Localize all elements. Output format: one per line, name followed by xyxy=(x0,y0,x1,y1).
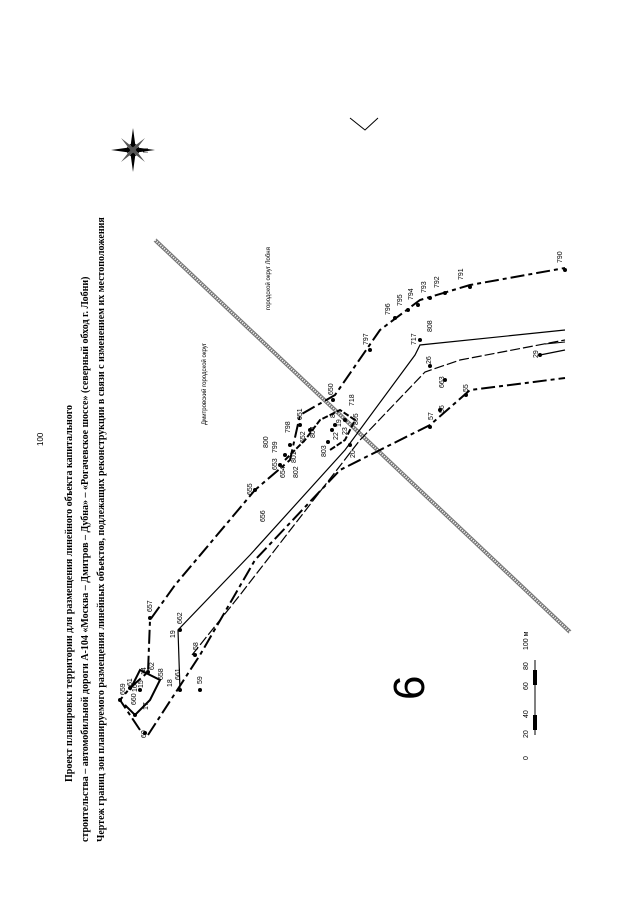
point-label: 56 xyxy=(439,405,446,413)
side-road-2 xyxy=(544,341,566,345)
point-label: 657 xyxy=(147,600,154,612)
point-label: 8 xyxy=(330,414,337,418)
point-label: 23 xyxy=(342,427,349,435)
point-label: 801 xyxy=(291,451,298,463)
point-label: 802 xyxy=(293,466,300,478)
north-label: N xyxy=(143,148,150,153)
point-label: 796 xyxy=(385,303,392,315)
point-label: 805 xyxy=(353,413,360,425)
north-arrow-icon xyxy=(349,117,379,131)
point-label: 808 xyxy=(427,320,434,332)
scale-tick-label: 0 xyxy=(523,756,530,760)
point-label: 653 xyxy=(272,458,279,470)
point-label: 58 xyxy=(193,642,200,650)
point-label: 803 xyxy=(321,445,328,457)
point-label: 55 xyxy=(463,384,470,392)
point-label: 62 xyxy=(149,662,156,670)
point-label: 57 xyxy=(428,412,435,420)
road-axis xyxy=(177,329,566,691)
point-label: 26 xyxy=(426,356,433,364)
district-boundary xyxy=(153,238,572,634)
district-label-dmitrov: Дмитровский городской округ xyxy=(201,342,208,425)
point-label: 14 xyxy=(141,667,148,675)
point-label: 651 xyxy=(297,408,304,420)
point-label: 795 xyxy=(397,294,404,306)
reconstruction-zone xyxy=(284,408,357,461)
reconstruction-zone-2 xyxy=(124,668,162,717)
point-label: 794 xyxy=(408,288,415,300)
point-label: 656 xyxy=(260,510,267,522)
point-label: 717 xyxy=(411,333,418,345)
point-label: 804 xyxy=(310,426,317,438)
road-corridor xyxy=(118,267,566,736)
survey-points xyxy=(118,268,567,735)
scale-tick-label: 100 м xyxy=(523,631,530,650)
point-label: 18 xyxy=(167,679,174,687)
point-label: 650 xyxy=(328,383,335,395)
scale-tick-label: 80 xyxy=(523,662,530,670)
side-road xyxy=(539,349,566,356)
point-label: 652 xyxy=(300,431,307,443)
point-label: 660 xyxy=(131,693,138,705)
point-label: 663 xyxy=(439,376,446,388)
point-label: 790 xyxy=(557,251,564,263)
point-labels: 790 791 792 793 794 795 796 797 808 717 … xyxy=(120,251,564,738)
sheet-number: 6 xyxy=(385,675,434,700)
district-label-lobnya: городской округ Лобня xyxy=(265,247,272,310)
point-label: 29 xyxy=(533,350,540,358)
point-label: 798 xyxy=(285,421,292,433)
point-label: 59 xyxy=(197,676,204,684)
point-label: 662 xyxy=(177,612,184,624)
point-label: 15 xyxy=(138,680,145,688)
point-label: 661 xyxy=(175,668,182,680)
point-label: 17 xyxy=(143,702,150,710)
point-label: 797 xyxy=(363,333,370,345)
point-label: 800 xyxy=(263,436,270,448)
point-label: 655 xyxy=(247,483,254,495)
point-label: 659 xyxy=(120,683,127,695)
point-label: 793 xyxy=(421,281,428,293)
point-label: 16 xyxy=(132,684,139,692)
road-edge xyxy=(191,339,566,656)
compass-rose-icon xyxy=(111,128,155,172)
scale-tick-label: 20 xyxy=(523,730,530,738)
point-label: 22 xyxy=(333,432,340,440)
point-label: 19 xyxy=(170,630,177,638)
point-label: 19 xyxy=(336,419,343,427)
scale-bar: 0 20 40 60 80 100 м xyxy=(523,631,537,760)
point-label: 799 xyxy=(272,441,279,453)
scale-tick-label: 40 xyxy=(523,710,530,718)
point-label: 791 xyxy=(458,268,465,280)
point-label: 718 xyxy=(349,394,356,406)
point-label: 654 xyxy=(280,466,287,478)
point-label: 61 xyxy=(127,678,134,686)
point-label: 658 xyxy=(158,668,165,680)
point-label: 60 xyxy=(141,730,148,738)
point-label: 792 xyxy=(434,276,441,288)
scale-tick-label: 60 xyxy=(523,682,530,690)
point-label: 20 xyxy=(350,450,357,458)
page-number: 100 xyxy=(36,432,45,446)
